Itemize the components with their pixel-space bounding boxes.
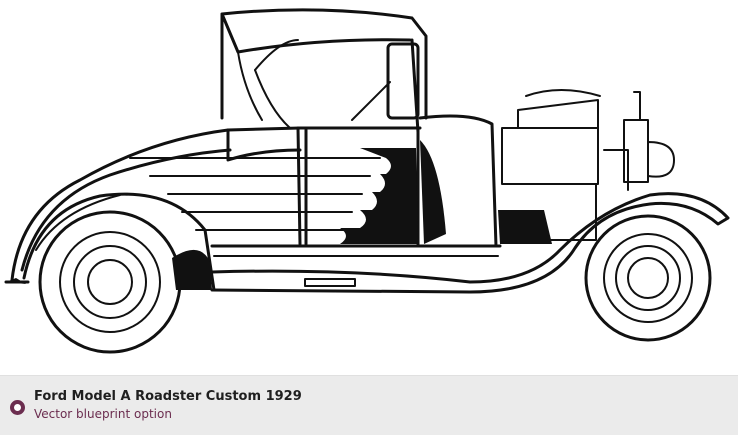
caption-bar: Ford Model A Roadster Custom 1929 Vector…	[0, 375, 738, 435]
product-title: Ford Model A Roadster Custom 1929	[34, 389, 302, 404]
car-illustration	[4, 8, 730, 354]
car-blueprint-icon	[4, 8, 730, 354]
product-subtitle[interactable]: Vector blueprint option	[34, 407, 172, 421]
radio-selected-icon[interactable]	[10, 400, 25, 415]
